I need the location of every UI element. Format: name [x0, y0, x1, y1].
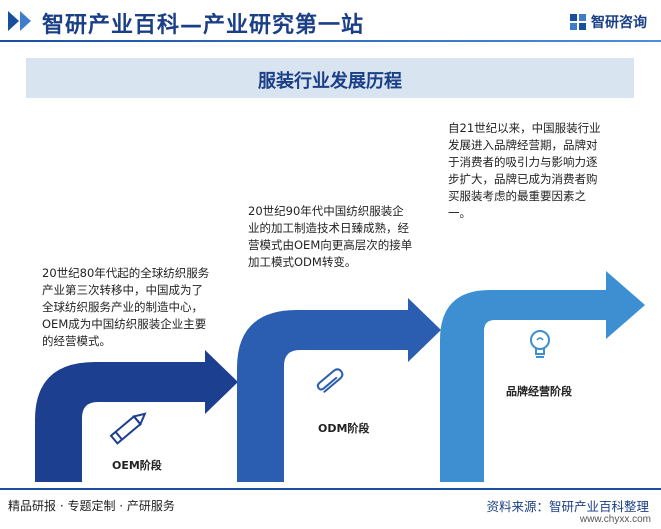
stage-description-oem: 20世纪80年代起的全球纺织服务产业第三次转移中，中国成为了全球纺织服务产业的制…	[42, 266, 210, 348]
pencil-icon	[109, 412, 147, 445]
brand-logo-icon	[570, 14, 586, 30]
brand-name: 智研咨询	[591, 14, 647, 30]
stage-label-odm: ODM阶段	[318, 422, 370, 435]
footer-tagline: 精品研报 · 专题定制 · 产研服务	[8, 499, 175, 513]
stage-label-oem: OEM阶段	[112, 459, 162, 472]
header-divider	[0, 40, 661, 42]
stage-label-brand: 品牌经营阶段	[506, 385, 572, 398]
brand-logo: 智研咨询	[569, 12, 647, 32]
stage-arrow-odm	[237, 298, 441, 482]
site-title: 智研产业百科—产业研究第一站	[42, 13, 365, 38]
site-footer: 精品研报 · 专题定制 · 产研服务 资料来源：智研产业百科整理 www.chy…	[0, 488, 661, 529]
stage-arrow-oem	[35, 350, 238, 482]
source-note: 资料来源：智研产业百科整理	[486, 499, 649, 514]
stage-arrow-brand	[440, 271, 645, 482]
chart-title: 服装行业发展历程	[258, 71, 402, 92]
site-header: 智研产业百科—产业研究第一站 智研咨询	[0, 0, 661, 42]
lightbulb-icon	[530, 330, 550, 358]
paperclip-icon	[316, 368, 344, 393]
chevron-right-icon	[20, 11, 31, 31]
title-band: 服装行业发展历程	[26, 58, 634, 98]
footer-divider	[0, 488, 661, 490]
stage-description-odm: 20世纪90年代中国纺织服装企业的加工制造技术日臻成熟，经营模式由OEM向更高层…	[248, 204, 413, 269]
stage-description-brand: 自21世纪以来，中国服装行业发展进入品牌经营期，品牌对于消费者的吸引力与影响力逐…	[448, 121, 601, 220]
chevron-right-icon	[8, 11, 19, 31]
site-url: www.chyxx.com	[579, 514, 651, 525]
